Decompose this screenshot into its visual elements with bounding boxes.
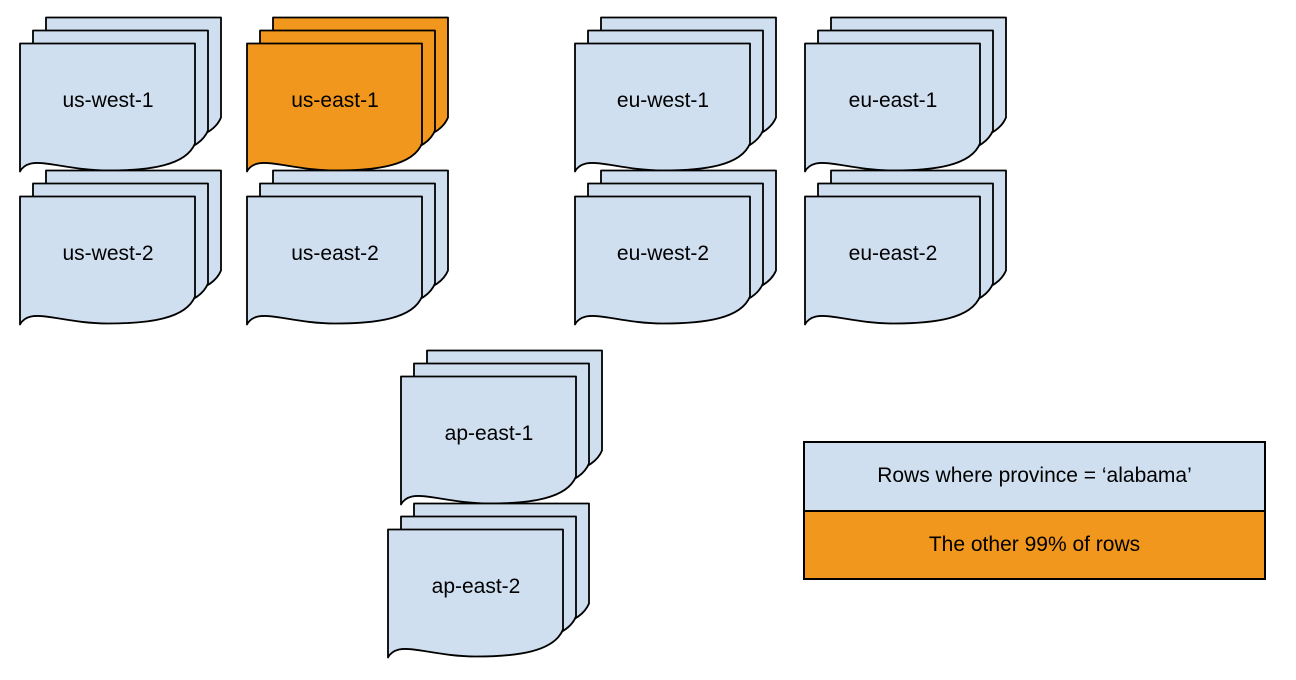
stack-us-east-2: us-east-2	[246, 169, 450, 329]
stack-us-west-2: us-west-2	[19, 169, 223, 329]
document-stack-icon	[804, 169, 1007, 326]
stack-eu-west-1: eu-west-1	[574, 16, 778, 176]
legend-row-other-rows: The other 99% of rows	[805, 511, 1264, 578]
stack-label: eu-east-2	[848, 242, 938, 265]
stack-eu-east-1: eu-east-1	[804, 16, 1008, 176]
document-stack-icon	[804, 16, 1007, 173]
legend: Rows where province = ‘alabama’ The othe…	[803, 441, 1266, 580]
document-stack-icon	[574, 169, 777, 326]
stack-eu-east-2: eu-east-2	[804, 169, 1008, 329]
stack-ap-east-2: ap-east-2	[387, 502, 591, 662]
document-stack-icon	[246, 16, 449, 173]
document-stack-icon	[19, 16, 222, 173]
document-stack-icon	[574, 16, 777, 173]
stack-label: eu-west-1	[616, 89, 710, 112]
stack-label: ap-east-2	[431, 575, 521, 598]
document-stack-icon	[387, 502, 590, 659]
stack-label: us-west-1	[62, 89, 154, 112]
stack-eu-west-2: eu-west-2	[574, 169, 778, 329]
stack-us-west-1: us-west-1	[19, 16, 223, 176]
document-stack-icon	[246, 169, 449, 326]
document-stack-icon	[19, 169, 222, 326]
stack-label: ap-east-1	[444, 422, 534, 445]
document-stack-icon	[400, 349, 603, 506]
legend-row-alabama: Rows where province = ‘alabama’	[805, 443, 1264, 512]
stack-label: eu-east-1	[848, 89, 938, 112]
stack-label: us-east-1	[291, 89, 379, 112]
stack-us-east-1: us-east-1	[246, 16, 450, 176]
stack-label: eu-west-2	[616, 242, 710, 265]
stack-label: us-west-2	[62, 242, 154, 265]
stack-ap-east-1: ap-east-1	[400, 349, 604, 509]
stack-label: us-east-2	[291, 242, 379, 265]
